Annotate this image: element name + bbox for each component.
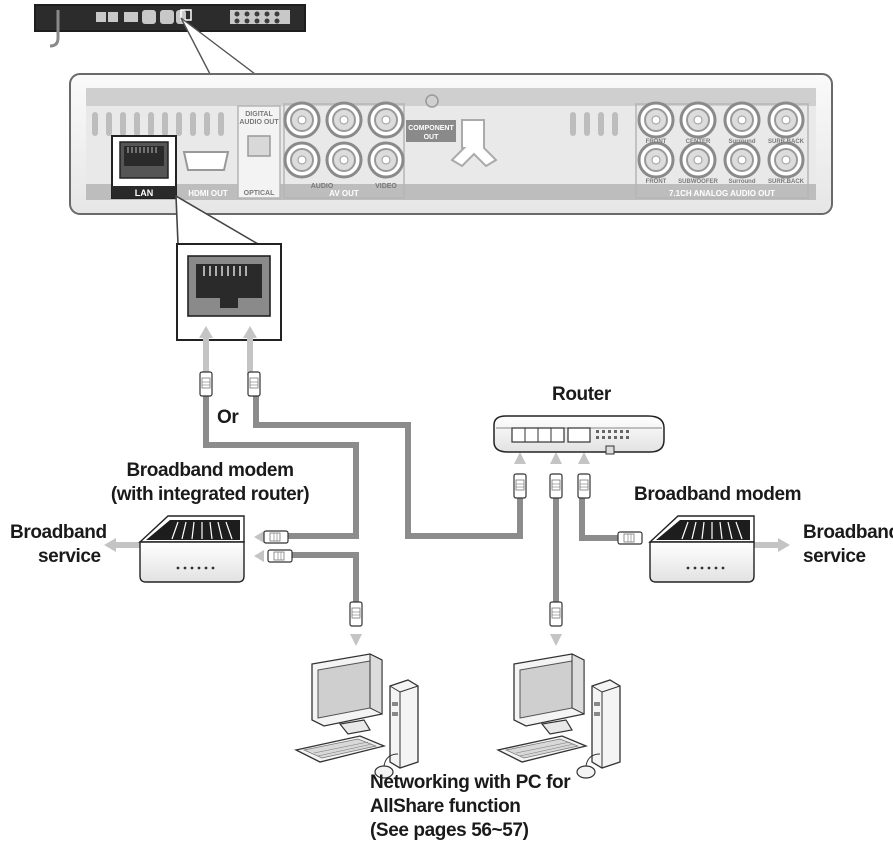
- panel-label-analog-out: 7.1CH ANALOG AUDIO OUT: [669, 189, 775, 198]
- panel-label-optical: OPTICAL: [244, 190, 275, 197]
- modem-integrated-router: [139, 515, 245, 583]
- router-label: Router: [552, 384, 611, 405]
- panel-label-subwoofer: SUBWOOFER: [678, 179, 718, 185]
- panel-label-center: CENTER: [686, 139, 711, 145]
- broadband-service-left-1: Broadband: [10, 522, 107, 543]
- panel-label-surr-back-r: SURR.BACK: [768, 179, 805, 185]
- pc-right: [497, 653, 621, 779]
- panel-label-front-r: FRONT: [646, 179, 667, 185]
- panel-label-audio-out: AUDIO OUT: [239, 119, 279, 126]
- panel-label-digital: DIGITAL: [245, 111, 273, 118]
- panel-label-component-out: OUT: [424, 134, 440, 141]
- panel-label-surround-l: Surround: [729, 139, 756, 145]
- panel-label-video: VIDEO: [375, 183, 397, 190]
- panel-label-surr-back-l: SURR.BACK: [768, 139, 805, 145]
- router-device: [493, 415, 665, 455]
- pc-left: [295, 653, 419, 779]
- panel-label-component: COMPONENT: [408, 125, 454, 132]
- panel-label-av-out: AV OUT: [329, 189, 359, 198]
- modem-integrated-label-2: (with integrated router): [110, 484, 310, 505]
- player-rear-thumbnail: [34, 4, 306, 48]
- cables: [109, 333, 783, 605]
- broadband-service-left-2: service: [38, 546, 101, 567]
- modem-right-label: Broadband modem: [634, 484, 802, 505]
- rear-panel: LAN HDMI OUT DIGITAL AUDIO OUT OPTICAL A…: [69, 73, 833, 215]
- pc-caption-3: (See pages 56~57): [370, 820, 529, 841]
- broadband-service-right-1: Broadband: [803, 522, 893, 543]
- panel-label-hdmi: HDMI OUT: [188, 189, 228, 198]
- lan-port-zoom: [176, 243, 282, 341]
- modem-right: [649, 515, 755, 583]
- broadband-service-right-2: service: [803, 546, 866, 567]
- arrow-heads: [104, 326, 790, 646]
- modem-integrated-label-1: Broadband modem: [126, 460, 294, 481]
- panel-label-lan: LAN: [135, 188, 154, 198]
- panel-label-audio: AUDIO: [311, 183, 334, 190]
- pc-caption-1: Networking with PC for: [370, 772, 571, 793]
- panel-label-surround-r: Surround: [729, 179, 756, 185]
- or-label: Or: [217, 407, 239, 428]
- pc-caption-2: AllShare function: [370, 796, 521, 817]
- panel-label-front-l: FRONT: [646, 139, 667, 145]
